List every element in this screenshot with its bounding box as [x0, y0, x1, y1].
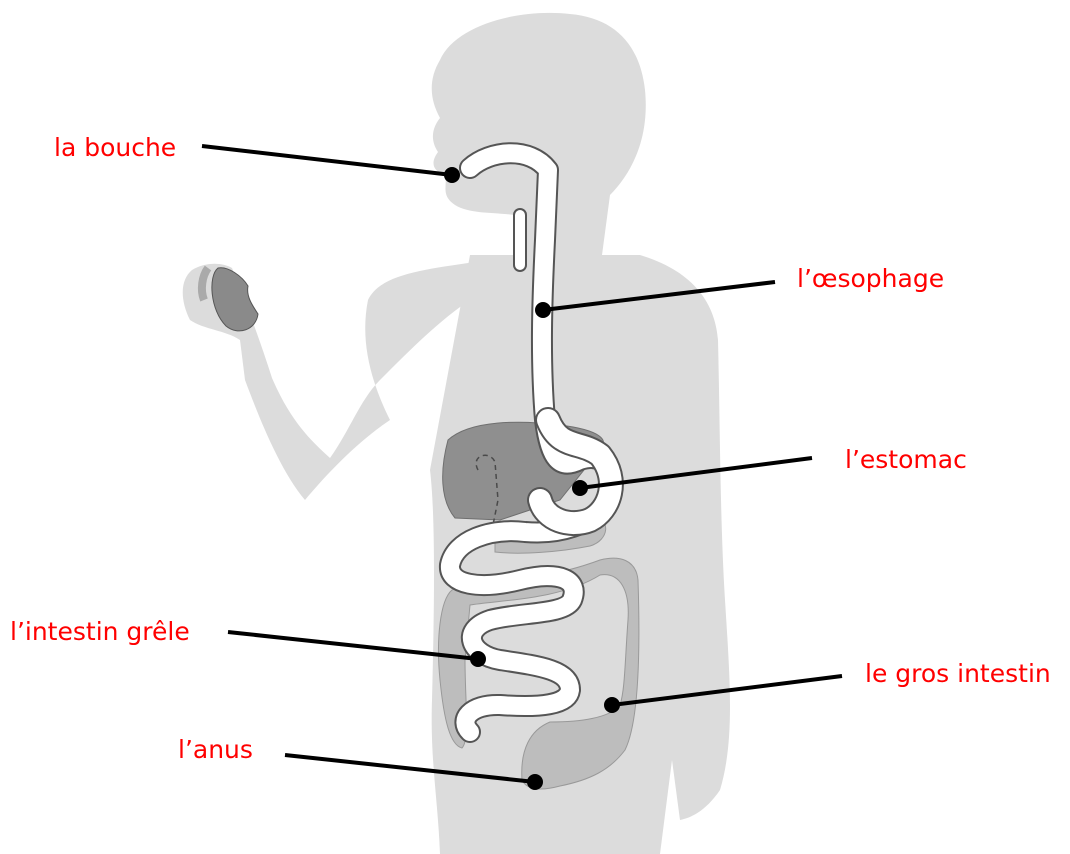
leader-line-mouth [202, 146, 452, 175]
leader-dot-stomach [574, 482, 586, 494]
label-large-intestine: le gros intestin [865, 661, 1051, 686]
label-small-intestine: l’intestin grêle [10, 619, 190, 644]
leader-dot-anus [529, 776, 541, 788]
label-esophagus: l’œsophage [797, 266, 944, 291]
leader-dot-esophagus [537, 304, 549, 316]
label-stomach: l’estomac [845, 447, 967, 472]
leader-dot-small-intestine [472, 653, 484, 665]
leader-dot-mouth [446, 169, 458, 181]
label-mouth: la bouche [54, 135, 176, 160]
label-anus: l’anus [178, 737, 253, 762]
leader-dot-large-intestine [606, 699, 618, 711]
